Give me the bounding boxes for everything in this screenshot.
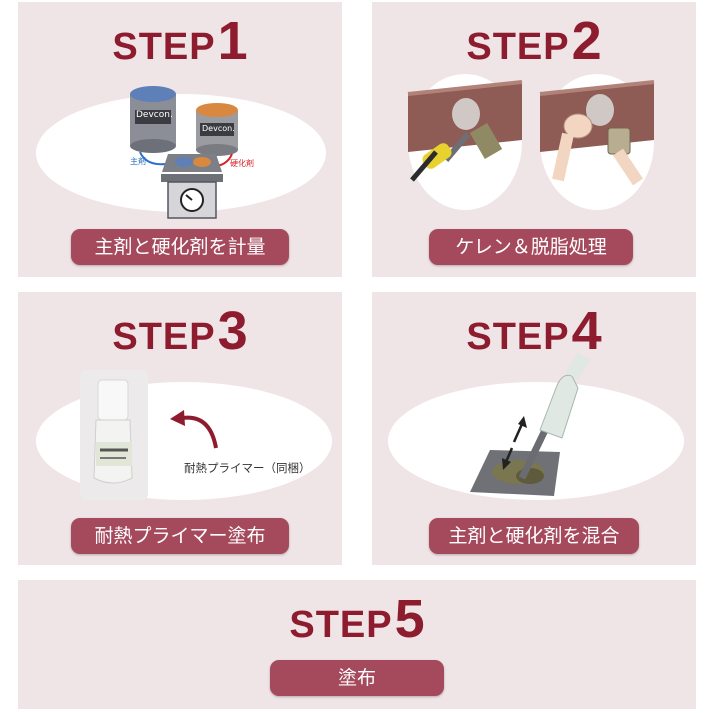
step-4-label: 主剤と硬化剤を混合 — [429, 518, 639, 554]
step-1-label: 主剤と硬化剤を計量 — [71, 229, 289, 265]
primer-illustration — [80, 370, 218, 500]
step-2-label: ケレン＆脱脂処理 — [429, 229, 633, 265]
weighing-illustration — [130, 86, 238, 219]
step-3-title: STEP3 — [18, 300, 342, 362]
up-down-arrow-icon — [502, 416, 527, 470]
pipe-icon — [539, 80, 655, 152]
step-word: STEP — [289, 604, 393, 646]
mixing-illustration — [470, 352, 591, 496]
can-brand-right: Devcon. — [202, 124, 235, 133]
hardener-can-icon — [196, 103, 238, 156]
step-5-title: STEP5 — [18, 588, 696, 650]
step-number: 4 — [571, 301, 602, 361]
blue-arrow-icon — [139, 151, 167, 166]
step-2-panel: STEP2 ケレン＆脱脂処理 — [372, 2, 696, 277]
can-brand-left: Devcon. — [136, 110, 173, 120]
step-2-title: STEP2 — [372, 10, 696, 72]
curved-arrow-icon — [181, 415, 218, 449]
step-word: STEP — [466, 26, 570, 68]
scale-icon — [161, 174, 223, 219]
step-number: 1 — [217, 11, 248, 71]
step-3-label: 耐熱プライマー塗布 — [71, 518, 289, 554]
step-word: STEP — [466, 316, 570, 358]
step-1-title: STEP1 — [18, 10, 342, 72]
step-1-panel: STEP1 Devcon — [18, 2, 342, 277]
step-word: STEP — [112, 316, 216, 358]
step-4-title: STEP4 — [372, 300, 696, 362]
step-number: 2 — [571, 11, 602, 71]
primer-bottle-icon — [93, 379, 133, 484]
main-agent-can-icon — [130, 86, 176, 153]
step-word: STEP — [112, 26, 216, 68]
primer-note: 耐熱プライマー（同梱） — [184, 461, 311, 475]
step-number: 5 — [394, 589, 425, 649]
cleaning-hand-icon — [552, 113, 643, 186]
main-agent-tag: 主剤 — [130, 157, 146, 166]
step-3-panel: STEP3 耐熱プライマー（同梱） 耐熱プライマー塗布 — [18, 292, 342, 565]
step-5-label: 塗布 — [270, 660, 444, 696]
spatula-icon — [518, 422, 552, 480]
step-4-panel: STEP4 主剤と硬化剤を混合 — [372, 292, 696, 565]
step-5-panel: STEP5 塗布 — [18, 580, 696, 709]
hardener-tag: 硬化剤 — [230, 159, 254, 168]
gloved-hand-icon — [539, 374, 579, 439]
surface-prep-illustration — [407, 80, 655, 186]
step-number: 3 — [217, 301, 248, 361]
